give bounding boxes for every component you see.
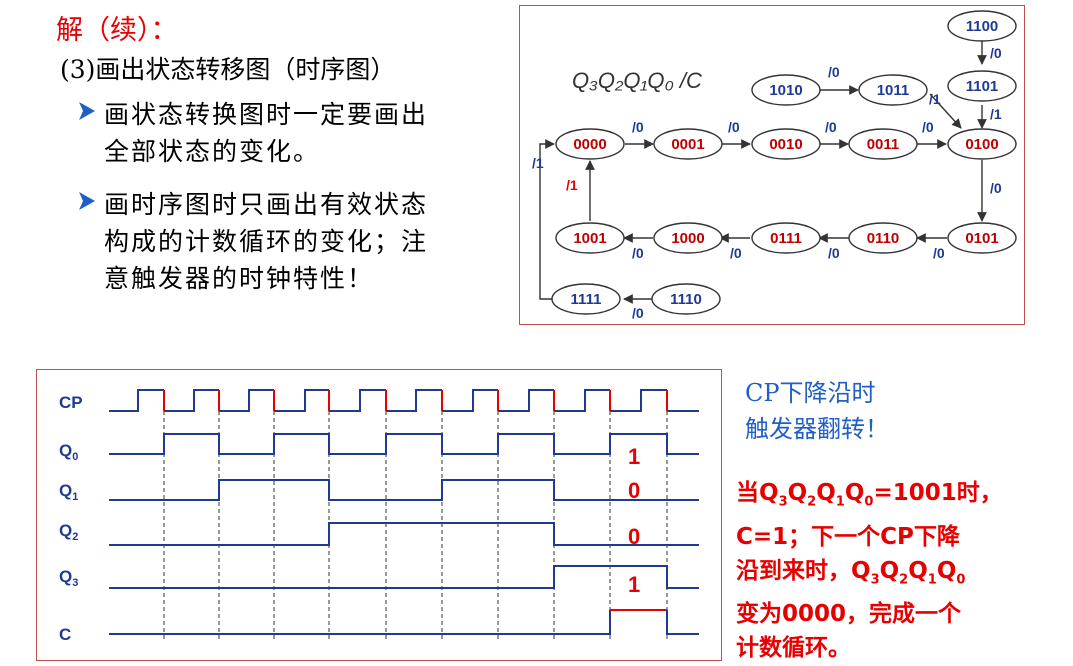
bullet-arrow-icon (79, 192, 95, 210)
clock-note: CP下降沿时 触发器翻转！ (745, 375, 889, 447)
solution-title: 解（续）： (56, 15, 178, 46)
state-node-0001: 0001 (653, 128, 723, 160)
state-label-0101: 0101 (965, 230, 998, 247)
label-1101-0100: /1 (990, 106, 1002, 122)
label-0001-0010: /0 (728, 119, 740, 135)
label-1000-1001: /0 (632, 245, 644, 261)
annotation-q1: 0 (628, 478, 640, 503)
state-node-1010: 1010 (751, 74, 821, 106)
state-label-1101: 1101 (966, 78, 999, 95)
annotation-q3: 1 (628, 572, 640, 597)
state-label-1110: 1110 (670, 291, 702, 308)
bullet-2-line-3: 意触发器的时钟特性！ (104, 264, 375, 293)
state-node-1011: 1011 (858, 74, 928, 106)
cycle-note-line-4: 变为0000，完成一个 (736, 601, 962, 628)
state-node-1110: 1110 (651, 283, 721, 315)
signal-label-q3: Q3 (59, 567, 78, 589)
label-0110-0111: /0 (828, 245, 840, 261)
bullet-1: 画状态转换图时一定要画出 全部状态的变化。 (79, 96, 429, 170)
state-label-1000: 1000 (671, 230, 704, 247)
waveform-q3 (109, 565, 699, 589)
bullet-1-line-1: 画状态转换图时一定要画出 (104, 100, 429, 129)
signal-label-q1: Q1 (59, 481, 78, 503)
edge-1111-0000 (539, 139, 555, 300)
annotation-q0: 1 (628, 444, 640, 469)
state-label-1010: 1010 (769, 82, 802, 99)
bullet-arrow-icon (79, 102, 95, 120)
state-diagram-frame: Q₃Q₂Q₁Q₀ /C 1100 1101 1010 1011 0000 0001 0010… (519, 5, 1025, 325)
state-node-0011: 0011 (848, 128, 918, 160)
state-node-0010: 0010 (751, 128, 821, 160)
state-label-1011: 1011 (877, 82, 910, 99)
timing-diagram-frame: CP Q0 Q1 Q2 Q3 C 1 0 0 1 (36, 369, 722, 661)
signal-label-q2: Q2 (59, 521, 78, 543)
label-0010-0011: /0 (825, 119, 837, 135)
timing-diagram: CP Q0 Q1 Q2 Q3 C 1 0 0 1 (59, 389, 699, 644)
clock-note-line-1: CP下降沿时 (745, 379, 876, 407)
edge-1011-0100 (929, 93, 962, 129)
state-label-0100: 0100 (965, 136, 998, 153)
label-0101-0110: /0 (933, 245, 945, 261)
signal-label-q0: Q0 (59, 441, 78, 463)
state-label-1100: 1100 (966, 18, 999, 35)
state-node-0101: 0101 (947, 222, 1017, 254)
cycle-note-line-3: 沿到来时，Q3Q2Q1Q0 (736, 557, 966, 588)
bullet-2: 画时序图时只画出有效状态 构成的计数循环的变化；注 意触发器的时钟特性！ (79, 186, 429, 297)
bullet-1-line-2: 全部状态的变化。 (104, 137, 321, 166)
state-diagram: Q₃Q₂Q₁Q₀ /C 1100 1101 1010 1011 0000 0001 0010… (532, 10, 1017, 321)
waveform-c (109, 610, 611, 635)
state-node-0111: 0111 (751, 222, 821, 254)
state-label-0011: 0011 (867, 136, 900, 153)
cycle-note-line-1: 当Q3Q2Q1Q0=1001时， (736, 480, 1003, 510)
state-node-1101: 1101 (947, 70, 1017, 102)
state-label-0001: 0001 (671, 136, 704, 153)
label-0011-0100: /0 (922, 119, 934, 135)
state-node-0110: 0110 (848, 222, 918, 254)
label-0111-1000: /0 (730, 245, 742, 261)
state-label-0110: 0110 (867, 230, 900, 247)
signal-label-cp: CP (59, 393, 83, 412)
annotation-q2: 0 (628, 524, 640, 549)
state-label-0111: 0111 (770, 230, 802, 247)
waveform-q0 (109, 433, 699, 455)
diagram-header: Q₃Q₂Q₁Q₀ /C (572, 68, 702, 93)
state-label-0010: 0010 (769, 136, 802, 153)
label-1010-1011: /0 (828, 64, 840, 80)
bullet-2-line-1: 画时序图时只画出有效状态 (104, 190, 429, 219)
label-1110-1111: /0 (632, 305, 644, 321)
cycle-note-line-2: C=1；下一个CP下降 (736, 523, 960, 550)
bullet-2-line-2: 构成的计数循环的变化；注 (104, 227, 429, 256)
state-label-1111: 1111 (571, 291, 602, 308)
state-label-0000: 0000 (573, 136, 606, 153)
waveform-cp (109, 389, 699, 412)
state-node-1111: 1111 (551, 283, 621, 315)
state-node-1100: 1100 (947, 10, 1017, 42)
signal-label-c: C (59, 625, 71, 644)
label-0100-0101: /0 (990, 180, 1002, 196)
cycle-note-line-5: 计数循环。 (736, 635, 851, 662)
waveform-q2 (109, 522, 699, 546)
step-title: (3)画出状态转移图（时序图） (60, 55, 396, 84)
label-1111-0000: /1 (532, 155, 544, 171)
clock-note-line-2: 触发器翻转！ (745, 415, 889, 443)
waveform-c-tail (666, 610, 699, 635)
label-1100-1101: /0 (990, 45, 1002, 61)
state-node-1001: 1001 (555, 222, 625, 254)
label-0000-0001: /0 (632, 119, 644, 135)
state-node-0100: 0100 (947, 128, 1017, 160)
state-node-0000: 0000 (555, 128, 625, 160)
label-1001-0000: /1 (566, 177, 578, 193)
state-label-1001: 1001 (573, 230, 606, 247)
cycle-note: 当Q3Q2Q1Q0=1001时， C=1；下一个CP下降 沿到来时，Q3Q2Q1… (736, 476, 1003, 665)
state-node-1000: 1000 (653, 222, 723, 254)
waveform-q1 (109, 479, 699, 501)
label-1011-0100: /1 (929, 91, 941, 107)
